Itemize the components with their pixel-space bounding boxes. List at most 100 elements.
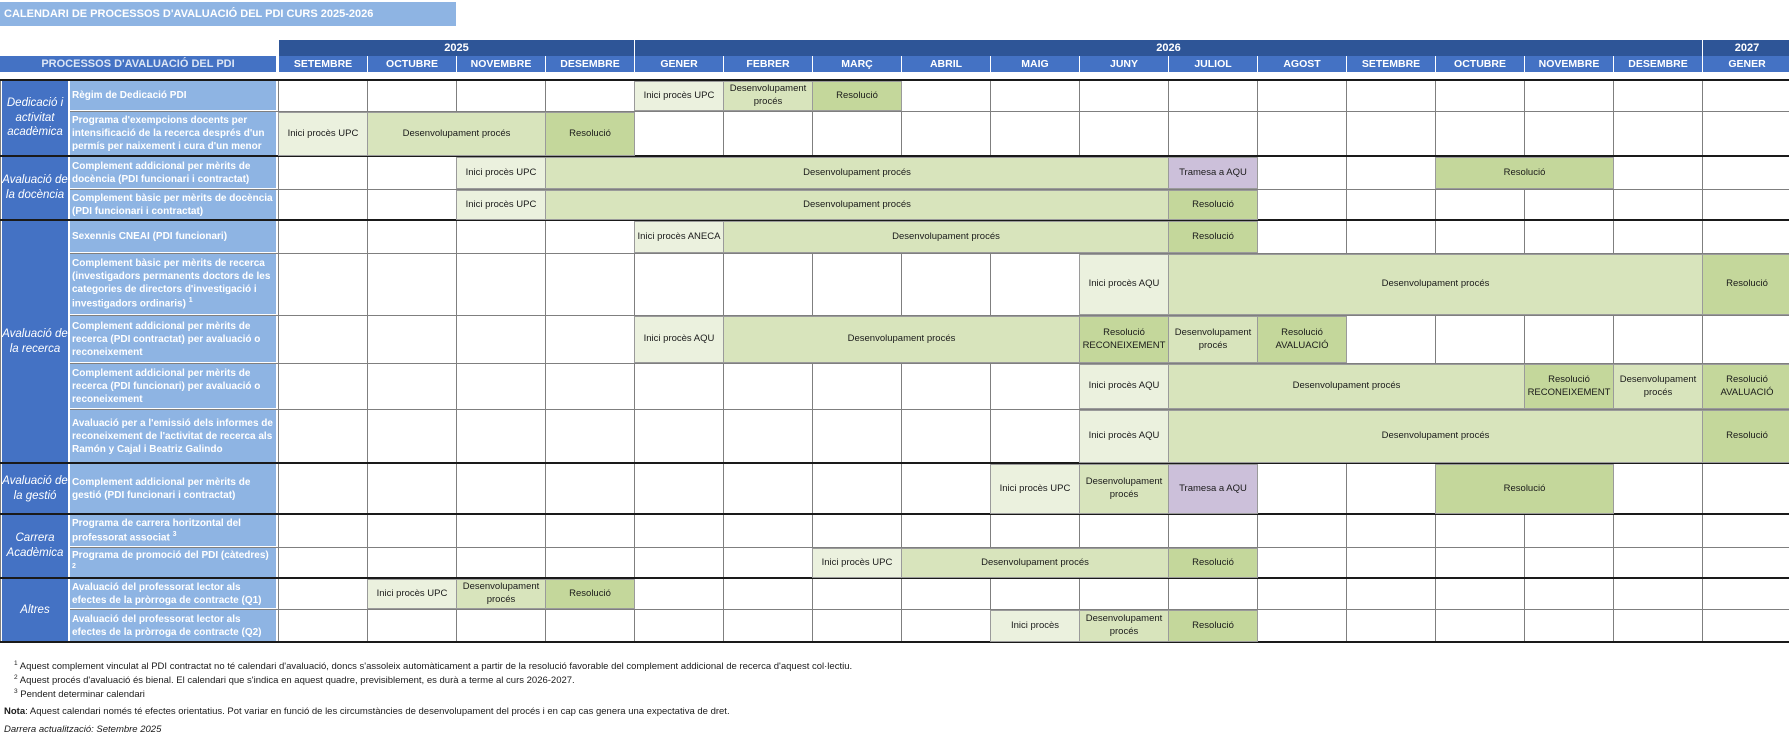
timeline-event-inici: Inici procès UPC xyxy=(456,157,546,189)
process-label-text: Complement addicional per mèrits de rece… xyxy=(72,367,261,405)
category-label: Dedicació i activitat acadèmica xyxy=(2,81,68,155)
month-header: GENER xyxy=(1703,56,1789,72)
month-header: MAIG xyxy=(991,56,1079,72)
row-separator xyxy=(70,547,1789,548)
group-separator xyxy=(0,155,1789,157)
process-label: Complement addicional per mèrits de rece… xyxy=(70,364,276,408)
footnote-2: 2 Aquest procés d'avaluació és bienal. E… xyxy=(14,674,575,687)
group-separator xyxy=(0,219,1789,221)
grid-column-line xyxy=(367,80,368,642)
timeline-event-res: Resolució RECONEIXEMENT xyxy=(1524,364,1614,409)
process-label-text: Sexennis CNEAI (PDI funcionari) xyxy=(72,231,228,242)
process-label: Complement addicional per mèrits de rece… xyxy=(70,316,276,362)
month-header: AGOST xyxy=(1258,56,1346,72)
month-header: JUNY xyxy=(1080,56,1168,72)
month-header: FEBRER xyxy=(724,56,812,72)
category-label: Avaluació de la recerca xyxy=(2,221,68,462)
month-header: DESEMBRE xyxy=(546,56,634,72)
month-header: DESEMBRE xyxy=(1614,56,1702,72)
timeline-event-inici: Inici procès UPC xyxy=(634,81,724,111)
header-corner-label: PROCESSOS D'AVALUACIÓ DEL PDI xyxy=(0,56,276,72)
process-label-text: Règim de Dedicació PDI xyxy=(72,90,187,101)
timeline-event-dev: Desenvolupament procés xyxy=(1079,610,1169,642)
timeline-event-res: Resolució xyxy=(1435,464,1614,514)
timeline-event-dev: Desenvolupament procés xyxy=(1168,254,1703,315)
timeline-event-dev: Desenvolupament procés xyxy=(1613,364,1703,409)
month-header: SETEMBRE xyxy=(1347,56,1435,72)
timeline-event-inici: Inici procès AQU xyxy=(1079,364,1169,409)
year-header: 2027 xyxy=(1703,40,1789,56)
process-label-text: Programa de carrera horitzontal del prof… xyxy=(72,517,241,544)
month-header: NOVEMBRE xyxy=(1525,56,1613,72)
timeline-event-res: Resolució xyxy=(1168,221,1258,253)
row-separator xyxy=(70,609,1789,610)
timeline-event-dev: Desenvolupament procés xyxy=(456,579,546,609)
process-label: Règim de Dedicació PDI xyxy=(70,81,276,110)
timeline-event-inici: Inici procès UPC xyxy=(278,112,368,156)
timeline-event-res: Resolució xyxy=(812,81,902,111)
timeline-event-dev: Desenvolupament procés xyxy=(723,221,1169,253)
timeline-event-dev: Desenvolupament procés xyxy=(1168,316,1258,363)
row-separator xyxy=(70,111,1789,112)
process-label-text: Avaluació per a l'emissió dels informes … xyxy=(72,417,273,455)
timeline-event-dev: Desenvolupament procés xyxy=(545,157,1169,189)
process-label: Complement addicional per mèrits de gest… xyxy=(70,464,276,513)
timeline-event-dev: Desenvolupament procés xyxy=(1168,410,1703,463)
timeline-event-inici: Inici procès UPC xyxy=(990,464,1080,514)
month-header: OCTUBRE xyxy=(368,56,456,72)
category-label: Avaluació de la gestió xyxy=(2,464,68,513)
footnote-1: 1 Aquest complement vinculat al PDI cont… xyxy=(14,660,853,673)
grid-column-line xyxy=(545,80,546,642)
group-separator xyxy=(0,577,1789,579)
timeline-event-dev: Desenvolupament procés xyxy=(1079,464,1169,514)
process-label: Programa de carrera horitzontal del prof… xyxy=(70,515,276,546)
process-label-text: Programa d'exempcions docents per intens… xyxy=(72,115,265,152)
process-label-text: Programa de promoció del PDI (càtedres) xyxy=(72,549,269,561)
process-label: Complement addicional per mèrits de docè… xyxy=(70,157,276,188)
row-separator xyxy=(70,363,1789,364)
disclaimer-note: Nota: Aquest calendari només té efectes … xyxy=(4,706,730,717)
timeline-event-res: Resolució xyxy=(1702,410,1789,463)
timeline-event-res: Resolució xyxy=(545,112,635,156)
timeline-event-tram: Tramesa a AQU xyxy=(1168,157,1258,189)
process-label: Sexennis CNEAI (PDI funcionari) xyxy=(70,221,276,252)
timeline-event-res: Resolució xyxy=(1435,157,1614,189)
page-title: CALENDARI DE PROCESSOS D'AVALUACIÓ DEL P… xyxy=(0,2,456,26)
grid-column-line xyxy=(1702,80,1703,642)
grid-column-line xyxy=(278,80,279,642)
grid-left-border xyxy=(0,80,1,642)
timeline-event-res: Resolució xyxy=(1702,254,1789,315)
process-label-text: Complement bàsic per mèrits de docència … xyxy=(72,192,273,217)
timeline-event-res: Resolució AVALUACIÓ xyxy=(1257,316,1347,363)
footnote-3: 3 Pendent determinar calendari xyxy=(14,688,145,701)
group-separator xyxy=(0,462,1789,464)
grid-column-line xyxy=(1524,80,1525,642)
footnote-ref: 2 xyxy=(72,562,76,570)
timeline-event-inici: Inici procès AQU xyxy=(1079,410,1169,463)
timeline-event-inici: Inici procès UPC xyxy=(367,579,457,609)
timeline-event-inici: Inici procès AQU xyxy=(1079,254,1169,315)
grid-column-line xyxy=(456,80,457,642)
group-separator xyxy=(0,79,1789,81)
timeline-event-dev: Desenvolupament procés xyxy=(367,112,546,156)
timeline-event-dev: Desenvolupament procés xyxy=(1168,364,1525,409)
month-header: MARÇ xyxy=(813,56,901,72)
month-header: GENER xyxy=(635,56,723,72)
process-label-text: Complement bàsic per mèrits de recerca (… xyxy=(72,258,271,310)
grid-column-line xyxy=(1435,80,1436,642)
process-label-text: Avaluació del professorat lector als efe… xyxy=(72,581,262,606)
timeline-event-res: Resolució xyxy=(545,579,635,609)
timeline-event-inici: Inici procès AQU xyxy=(634,316,724,363)
grid-column-line xyxy=(1613,80,1614,642)
timeline-event-res: Resolució xyxy=(1168,190,1258,220)
year-header: 2025 xyxy=(279,40,634,56)
process-label-text: Complement addicional per mèrits de rece… xyxy=(72,320,261,358)
timeline-event-dev: Desenvolupament procés xyxy=(545,190,1169,220)
timeline-event-res: Resolució xyxy=(1168,610,1258,642)
process-label-text: Avaluació del professorat lector als efe… xyxy=(72,613,262,638)
process-label: Avaluació per a l'emissió dels informes … xyxy=(70,410,276,462)
row-separator xyxy=(70,253,1789,254)
category-label: Carrera Acadèmica xyxy=(2,515,68,577)
group-separator xyxy=(0,641,1789,643)
process-label: Programa d'exempcions docents per intens… xyxy=(70,112,276,155)
